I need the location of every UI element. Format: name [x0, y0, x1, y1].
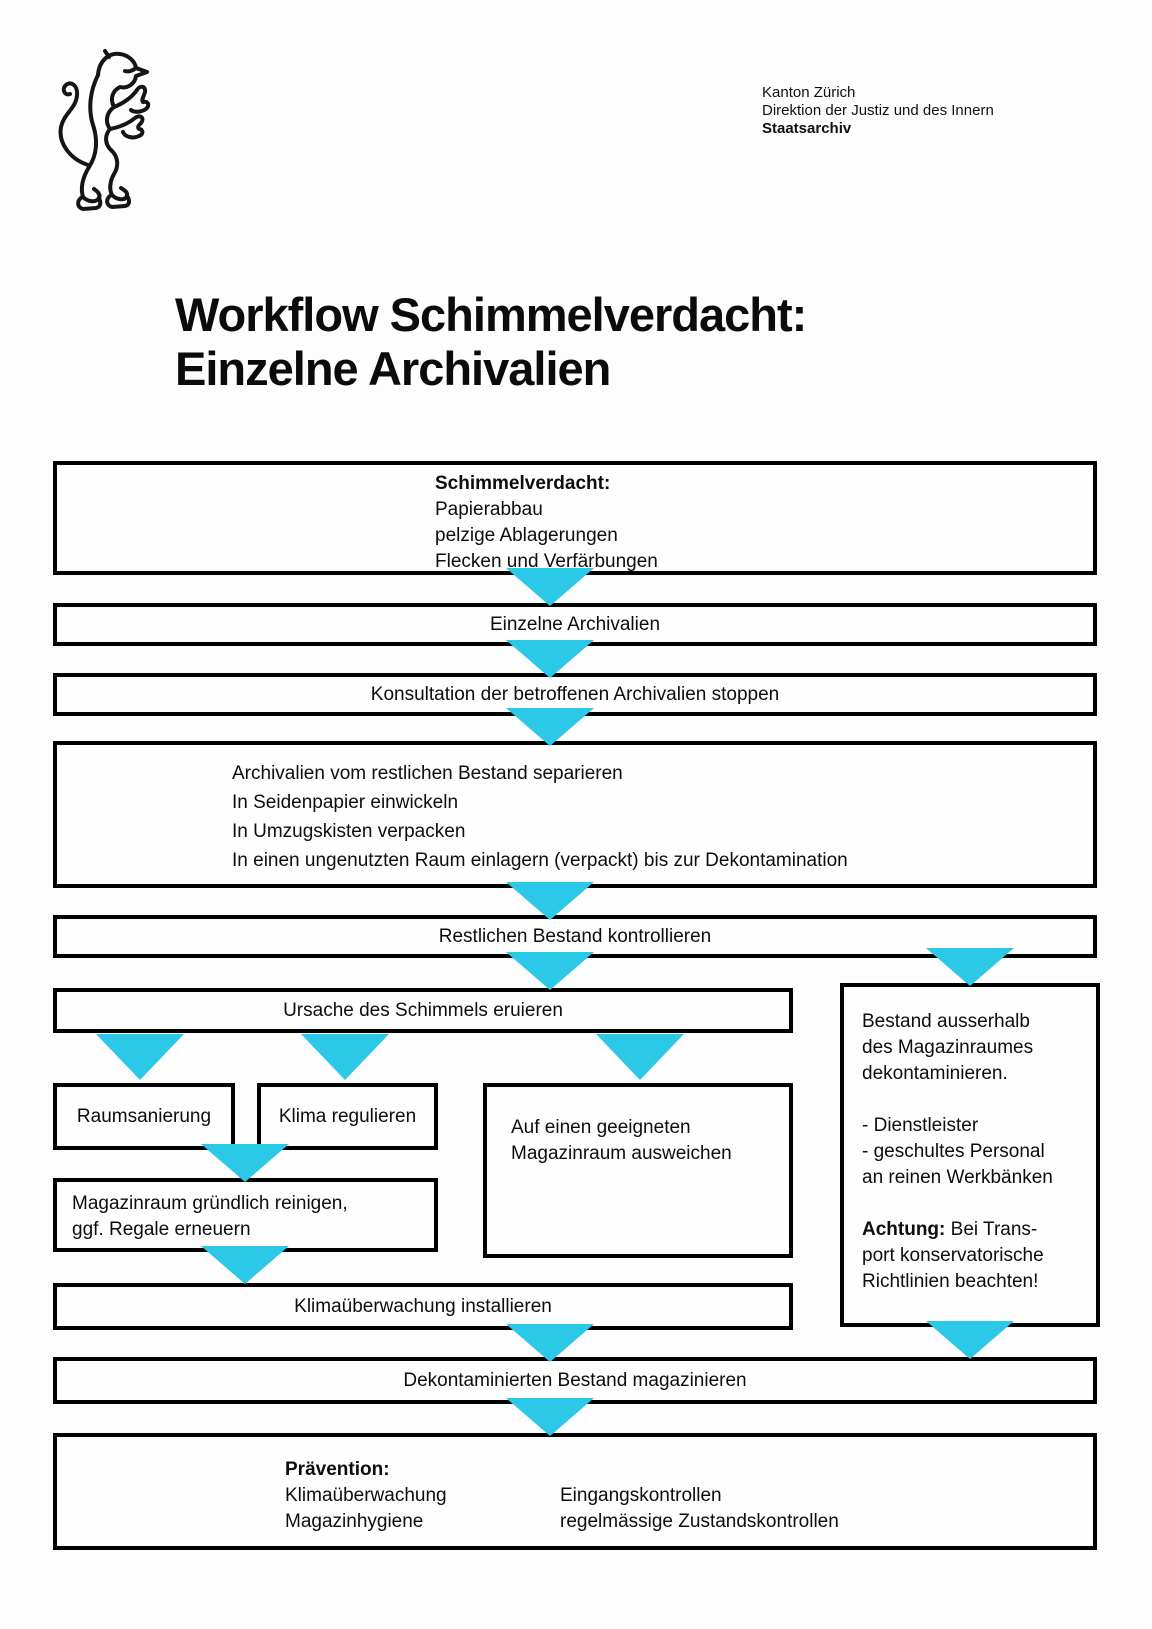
achtung-rest: Bei Trans-: [945, 1219, 1038, 1240]
symptom-line: pelzige Ablagerungen: [435, 525, 618, 546]
box-magazinraum-reinigen: Magazinraum gründlich reinigen, ggf. Reg…: [53, 1178, 438, 1252]
page-title-line2: Einzelne Archivalien: [175, 342, 611, 395]
letterhead: Kanton Zürich Direktion der Justiz und d…: [762, 84, 994, 138]
praevention-item: regelmässige Zustandskontrollen: [560, 1511, 839, 1532]
flow-arrow-down: [96, 1034, 184, 1080]
ausweichen-line: Magazinraum ausweichen: [511, 1143, 732, 1164]
box-raumsanierung: Raumsanierung: [53, 1083, 235, 1150]
reinigen-line: ggf. Regale erneuern: [72, 1219, 251, 1240]
flow-arrow-down: [201, 1144, 289, 1182]
praevention-row: Magazinhygiene regelmässige Zustandskont…: [285, 1509, 1083, 1535]
letterhead-line: Direktion der Justiz und des Innern: [762, 102, 994, 119]
dekon-line: dekontaminieren.: [862, 1063, 1008, 1084]
dekon-line: des Magazinraumes: [862, 1037, 1034, 1058]
achtung-label: Achtung:: [862, 1219, 946, 1240]
box-konsultation-stoppen-label: Konsultation der betroffenen Archivalien…: [370, 683, 780, 705]
box-ursache-eruieren: Ursache des Schimmels eruieren: [53, 988, 793, 1033]
box-schimmelverdacht-heading: Schimmelverdacht:: [435, 473, 611, 494]
flow-arrow-down: [301, 1034, 389, 1080]
box-bestand-magazinieren-label: Dekontaminierten Bestand magazinieren: [403, 1369, 747, 1391]
lion-head: [96, 51, 149, 109]
lion-hindleg: [79, 165, 102, 204]
dekon-line: - Dienstleister: [862, 1115, 979, 1136]
flow-arrow-down: [506, 1398, 594, 1436]
dekon-line: an reinen Werkbänken: [862, 1167, 1053, 1188]
box-praevention: Prävention: Klimaüberwachung Eingangskon…: [53, 1433, 1097, 1550]
lion-tail: [58, 81, 90, 167]
dekon-line: - geschultes Personal: [862, 1141, 1045, 1162]
lion-hindfoot: [76, 195, 103, 211]
flow-arrow-down: [596, 1034, 684, 1080]
dekon-warning-line: port konservatorische: [862, 1245, 1044, 1266]
paragraph-gap: [862, 1191, 1088, 1217]
separieren-line: In Seidenpapier einwickeln: [232, 792, 459, 813]
praevention-item: Magazinhygiene: [285, 1511, 424, 1532]
box-klimaueberwachung: Klimaüberwachung installieren: [53, 1283, 793, 1330]
box-einzelne-archivalien-label: Einzelne Archivalien: [489, 613, 661, 635]
page-title: Workflow Schimmelverdacht: Einzelne Arch…: [175, 288, 807, 396]
box-bestand-kontrollieren-label: Restlichen Bestand kontrollieren: [438, 925, 712, 947]
dekon-line: Bestand ausserhalb: [862, 1011, 1030, 1032]
box-separieren: Archivalien vom restlichen Bestand separ…: [53, 741, 1097, 888]
lion-forepaw-lower: [108, 114, 145, 140]
flow-arrow-down: [926, 1321, 1014, 1359]
lion-ear: [103, 49, 111, 59]
flow-arrow-down: [926, 948, 1014, 986]
flow-arrow-down: [506, 882, 594, 920]
praevention-item: Klimaüberwachung: [285, 1485, 447, 1506]
paragraph-gap: [862, 1087, 1088, 1113]
flow-arrow-down: [506, 708, 594, 746]
box-klimaueberwachung-label: Klimaüberwachung installieren: [294, 1295, 552, 1317]
lion-frontfoot: [105, 193, 132, 209]
symptom-line: Papierabbau: [435, 499, 543, 520]
box-klima-regulieren: Klima regulieren: [257, 1083, 438, 1150]
flow-arrow-down: [201, 1246, 289, 1284]
lion-jaw: [123, 66, 138, 74]
box-bestand-magazinieren: Dekontaminierten Bestand magazinieren: [53, 1357, 1097, 1404]
dekon-warning-line: Richtlinien beachten!: [862, 1271, 1039, 1292]
box-ursache-eruieren-label: Ursache des Schimmels eruieren: [283, 999, 563, 1021]
box-schimmelverdacht: Schimmelverdacht: Papierabbau pelzige Ab…: [53, 461, 1097, 575]
lion-forepaw-upper: [112, 84, 151, 114]
dekon-warning-line: Achtung: Bei Trans-: [862, 1217, 1088, 1243]
ausweichen-line: Auf einen geeigneten: [511, 1117, 691, 1138]
symptom-line: Flecken und Verfärbungen: [435, 551, 658, 572]
letterhead-line: Kanton Zürich: [762, 84, 856, 101]
letterhead-staatsarchiv: Staatsarchiv: [762, 120, 852, 137]
page-title-line1: Workflow Schimmelverdacht:: [175, 288, 807, 341]
praevention-item: Eingangskontrollen: [560, 1485, 722, 1506]
praevention-heading: Prävention:: [285, 1459, 390, 1480]
box-raumsanierung-label: Raumsanierung: [76, 1105, 212, 1127]
flow-arrow-down: [506, 568, 594, 606]
zurich-lion-logo: [58, 49, 151, 211]
box-dekontaminieren: Bestand ausserhalb des Magazinraumes dek…: [840, 983, 1100, 1327]
flow-arrow-down: [506, 952, 594, 990]
separieren-line: Archivalien vom restlichen Bestand separ…: [232, 763, 623, 784]
separieren-line: In Umzugskisten verpacken: [232, 821, 466, 842]
separieren-line: In einen ungenutzten Raum einlagern (ver…: [232, 850, 848, 871]
reinigen-line: Magazinraum gründlich reinigen,: [72, 1193, 348, 1214]
flow-arrow-down: [506, 640, 594, 678]
box-magazinraum-ausweichen: Auf einen geeigneten Magazinraum ausweic…: [483, 1083, 793, 1258]
flow-arrow-down: [506, 1324, 594, 1362]
lion-belly-leg: [108, 149, 130, 202]
praevention-row: Klimaüberwachung Eingangskontrollen: [285, 1483, 1083, 1509]
box-klima-regulieren-label: Klima regulieren: [278, 1105, 417, 1127]
lion-back: [87, 73, 100, 169]
